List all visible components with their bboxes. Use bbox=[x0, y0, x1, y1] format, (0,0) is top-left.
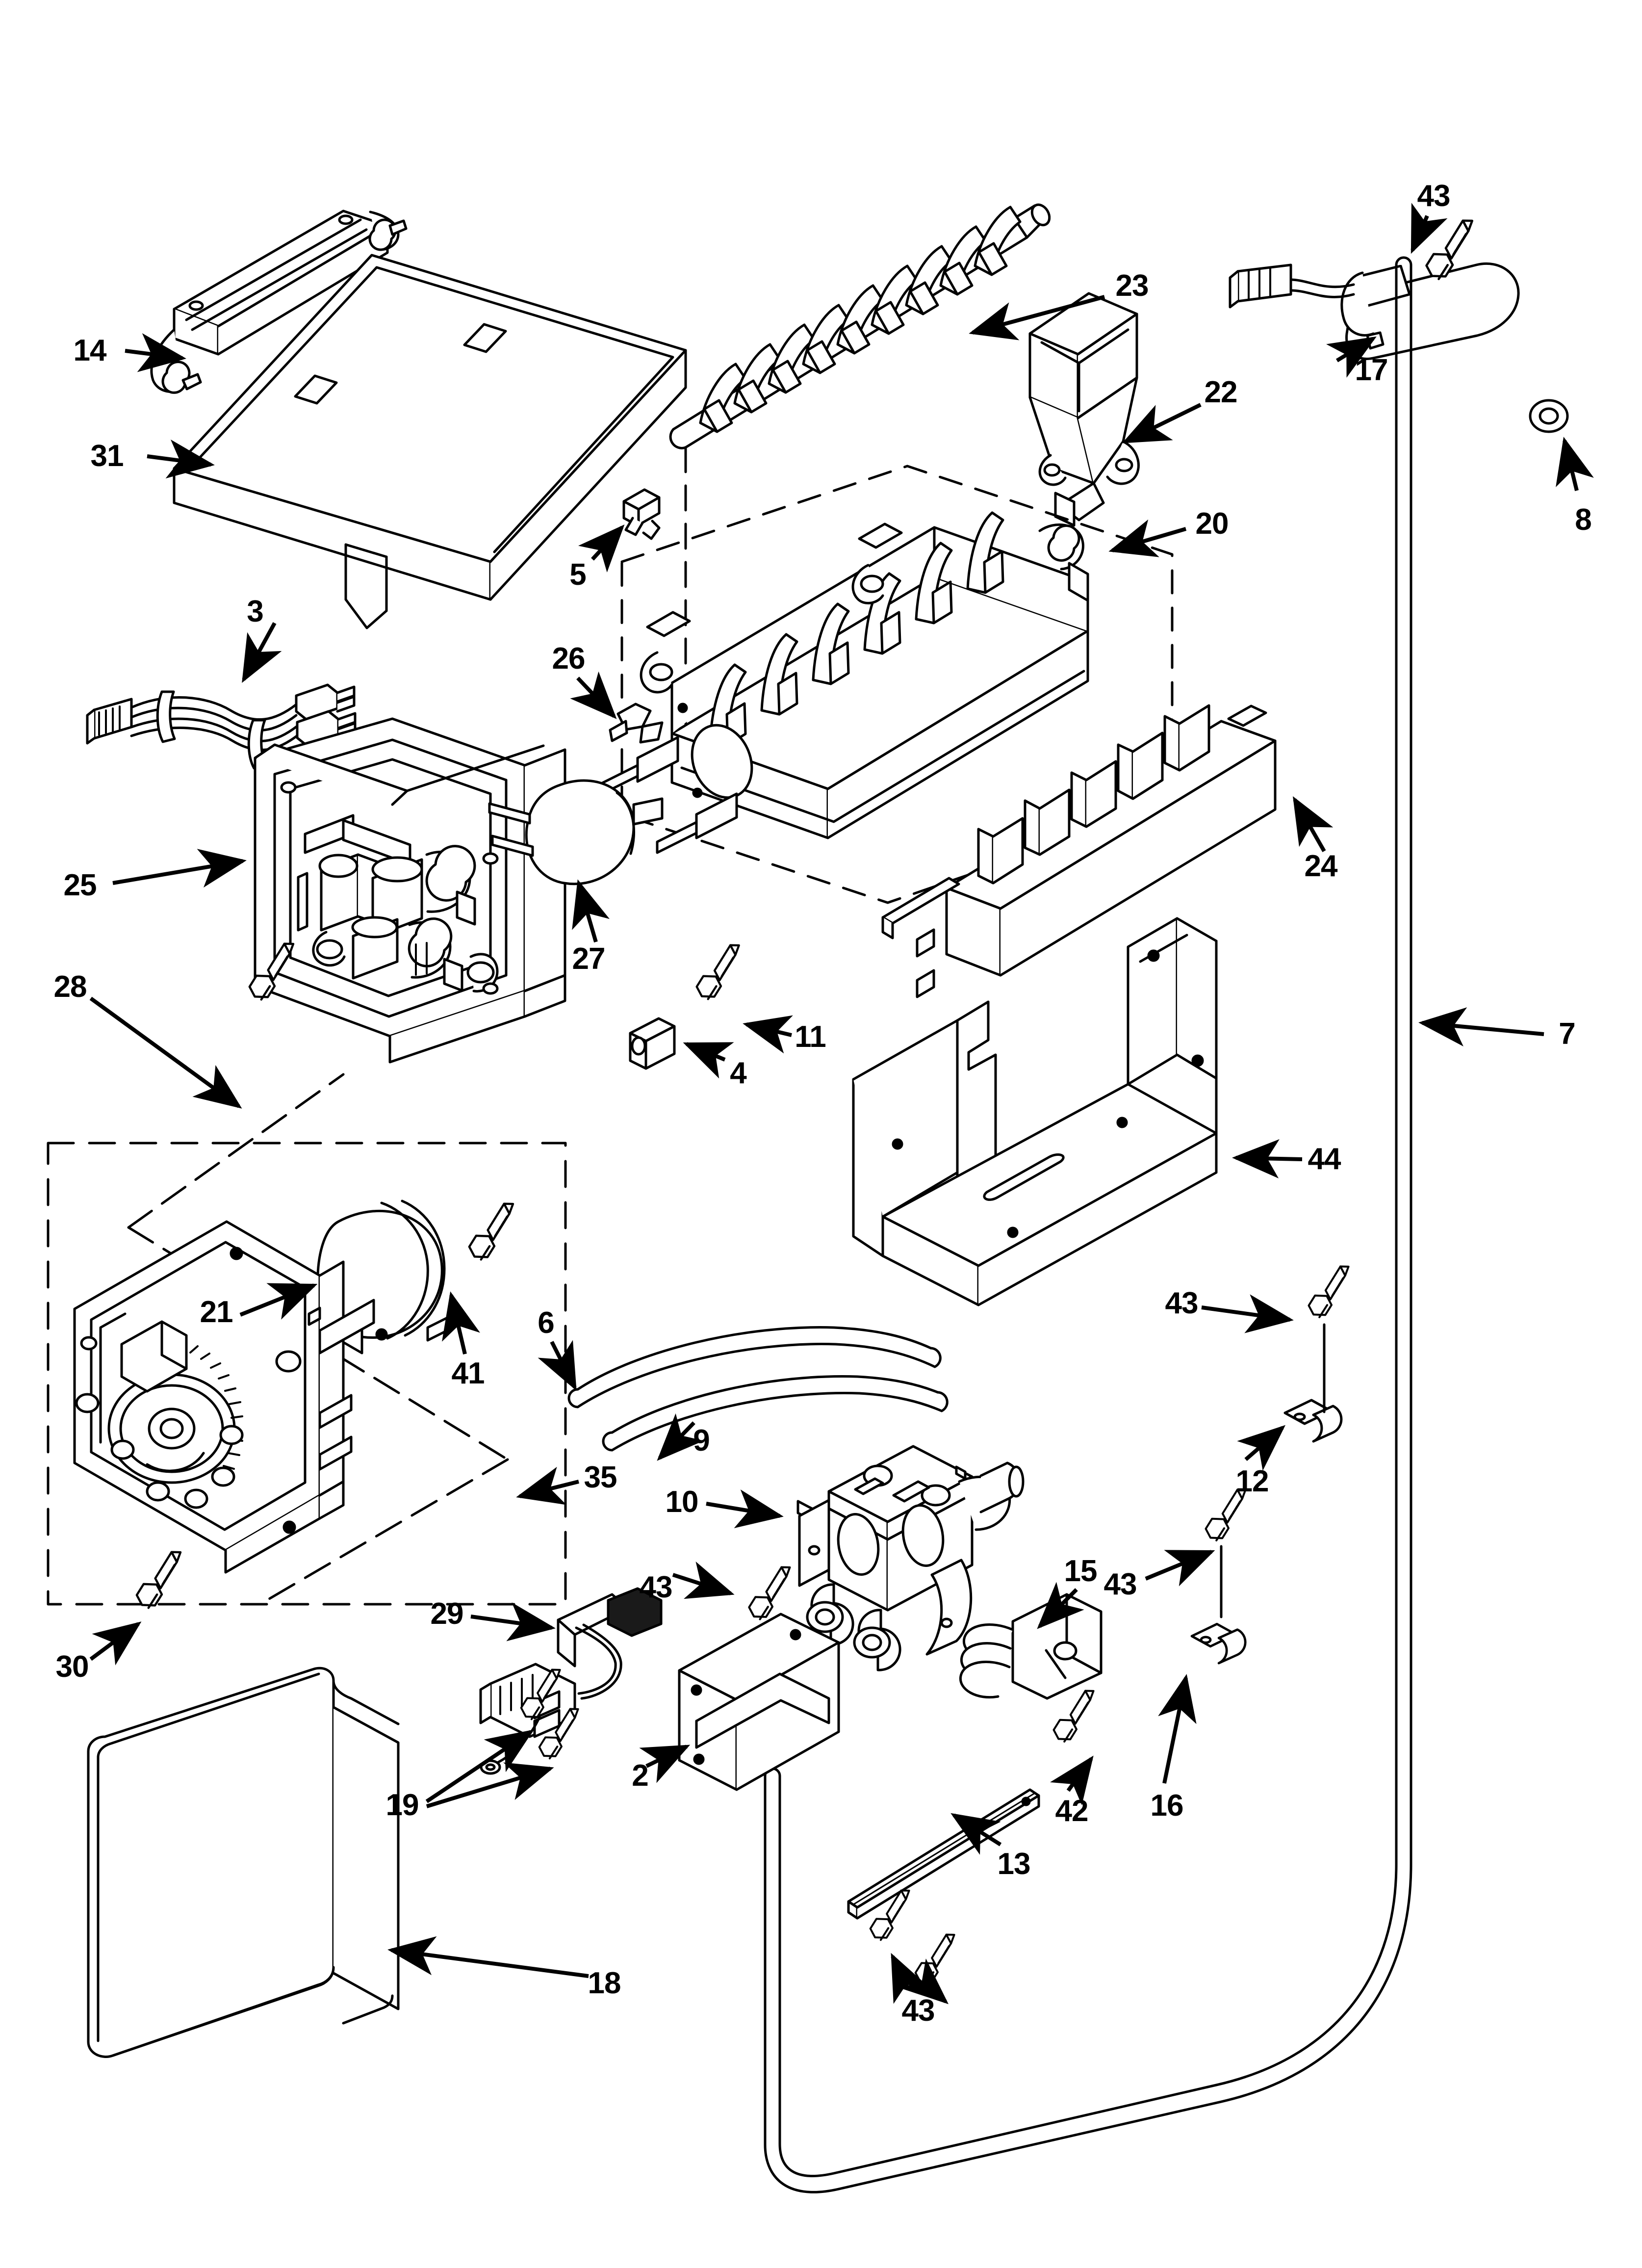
part-25-module-housing bbox=[254, 717, 566, 1064]
callout-42[interactable]: 42 bbox=[1055, 1794, 1089, 1828]
part-44-mounting-bracket bbox=[852, 917, 1218, 1306]
part-6-fill-tube-upper bbox=[567, 1326, 942, 1408]
callout-22[interactable]: 22 bbox=[1204, 375, 1238, 409]
callout-31[interactable]: 31 bbox=[90, 439, 124, 473]
callout-14[interactable]: 14 bbox=[73, 334, 107, 367]
callout-43-e[interactable]: 43 bbox=[901, 1994, 935, 2028]
callout-5[interactable]: 5 bbox=[569, 558, 586, 592]
callout-28[interactable]: 28 bbox=[53, 970, 87, 1004]
part-42-screw bbox=[1045, 1649, 1108, 1744]
callout-43-a[interactable]: 43 bbox=[1417, 179, 1451, 213]
part-4-spacer bbox=[629, 1017, 676, 1070]
callout-21[interactable]: 21 bbox=[200, 1295, 233, 1329]
part-18-ice-bin bbox=[87, 1667, 400, 2058]
part-43-screw-clamp12 bbox=[1300, 1263, 1363, 1413]
callout-13[interactable]: 13 bbox=[997, 1847, 1031, 1881]
callout-19[interactable]: 19 bbox=[385, 1788, 419, 1822]
part-23-ejector-blade bbox=[669, 203, 1051, 449]
callout-8[interactable]: 8 bbox=[1575, 503, 1591, 537]
callout-43-c[interactable]: 43 bbox=[639, 1570, 673, 1604]
callout-9[interactable]: 9 bbox=[693, 1424, 710, 1458]
part-31-cover-lid bbox=[173, 254, 687, 629]
callout-16[interactable]: 16 bbox=[1150, 1789, 1184, 1823]
part-20-ice-mold-tray bbox=[597, 446, 1174, 904]
callout-12[interactable]: 12 bbox=[1235, 1464, 1269, 1498]
callout-25[interactable]: 25 bbox=[63, 868, 97, 902]
part-27-drive-motor bbox=[488, 779, 664, 886]
callout-11[interactable]: 11 bbox=[795, 1020, 826, 1054]
callout-18[interactable]: 18 bbox=[588, 1966, 621, 2000]
part-3-wire-harness bbox=[86, 683, 357, 770]
callout-6[interactable]: 6 bbox=[538, 1306, 554, 1340]
callout-17[interactable]: 17 bbox=[1355, 353, 1388, 387]
part-43-screw-clip bbox=[1197, 1486, 1260, 1618]
callout-44[interactable]: 44 bbox=[1308, 1142, 1341, 1176]
part-26-bearing-pin bbox=[609, 703, 664, 744]
callout-4[interactable]: 4 bbox=[730, 1056, 746, 1090]
part-5-retainer-clip bbox=[622, 488, 661, 540]
callout-7[interactable]: 7 bbox=[1559, 1017, 1575, 1051]
callout-20[interactable]: 20 bbox=[1195, 507, 1229, 541]
part-10-water-inlet-valve bbox=[796, 1445, 1025, 1671]
part-22-fill-cup bbox=[1028, 292, 1140, 527]
callout-29[interactable]: 29 bbox=[430, 1597, 464, 1631]
callout-24[interactable]: 24 bbox=[1304, 849, 1338, 883]
part-24-ice-stripper bbox=[881, 704, 1277, 998]
part-8-washer bbox=[1529, 399, 1569, 433]
callout-43-b[interactable]: 43 bbox=[1165, 1286, 1199, 1320]
callout-41[interactable]: 41 bbox=[451, 1356, 485, 1390]
callout-30[interactable]: 30 bbox=[55, 1650, 89, 1684]
callout-3[interactable]: 3 bbox=[247, 595, 263, 628]
part-35-gearcase-plate bbox=[73, 1220, 375, 1574]
part-7-water-supply-tube bbox=[764, 256, 1412, 2193]
callout-leaders bbox=[89, 203, 1594, 2005]
part-2-valve-bracket bbox=[678, 1613, 840, 1791]
callout-23[interactable]: 23 bbox=[1115, 269, 1149, 303]
callout-2[interactable]: 2 bbox=[632, 1759, 648, 1793]
callout-26[interactable]: 26 bbox=[552, 642, 586, 676]
callout-15[interactable]: 15 bbox=[1064, 1554, 1098, 1588]
callout-35[interactable]: 35 bbox=[584, 1460, 617, 1494]
callout-10[interactable]: 10 bbox=[665, 1485, 699, 1519]
callout-43-d[interactable]: 43 bbox=[1103, 1567, 1137, 1601]
callout-27[interactable]: 27 bbox=[572, 942, 606, 976]
